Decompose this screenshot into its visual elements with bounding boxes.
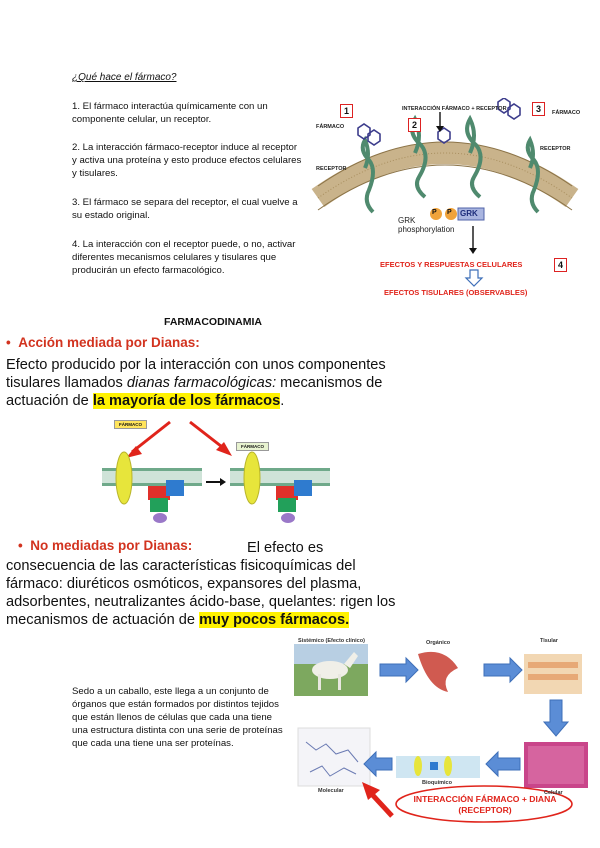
step-box-1: 1 — [340, 104, 353, 118]
text-no-mediadas: El efecto es consecuencia de las caracte… — [6, 539, 412, 629]
intro-question: ¿Qué hace el fármaco? — [72, 72, 177, 83]
label-sistemico: Sistémico (Efecto clínico) — [298, 638, 365, 644]
drug-tag-1: FÁRMACO — [114, 420, 147, 429]
target-illustration: FÁRMACO FÁRMACO — [98, 418, 338, 530]
text1-italic: dianas farmacológicas: — [127, 375, 276, 391]
receptor-diagram-graphic — [310, 98, 580, 303]
label-farmaco-right: FÁRMACO — [552, 110, 580, 116]
levels-diagram: Sistémico (Efecto clínico) Orgánico Tisu… — [288, 632, 600, 848]
label-bioquimico: Bioquímico — [422, 780, 452, 786]
horse-paragraph: Sedo a un caballo, este llega a un conju… — [72, 685, 286, 750]
target-illustration-graphic — [98, 418, 338, 530]
label-organico: Orgánico — [426, 640, 450, 646]
label-interaccion: INTERACCIÓN FÁRMACO + RECEPTOR — [402, 106, 507, 112]
step-box-3: 3 — [532, 102, 545, 116]
intro-item-3: 3. El fármaco se separa del receptor, el… — [72, 196, 304, 222]
bullet-dot-1: • — [6, 335, 18, 350]
label-receptor-right: RECEPTOR — [540, 146, 570, 152]
drug-tag-2: FÁRMACO — [236, 442, 269, 451]
label-molecular: Molecular — [318, 788, 344, 794]
grk-phosphorylation: GRK phosphorylation — [398, 216, 478, 234]
farmacodinamia-heading: FARMACODINAMIA — [164, 316, 262, 328]
bullet1-title: Acción mediada por Dianas: — [18, 335, 200, 350]
efectos-celulares: EFECTOS Y RESPUESTAS CELULARES — [380, 260, 522, 269]
bullet-acciones-mediadas: • Acción mediada por Dianas: — [6, 334, 200, 352]
text1-end: . — [280, 393, 284, 409]
step-box-4: 4 — [554, 258, 567, 272]
text-acciones-mediadas: Efecto producido por la interacción con … — [6, 356, 406, 410]
intro-item-2: 2. La interacción fármaco-receptor induc… — [72, 141, 304, 180]
text2-highlight: muy pocos fármacos. — [199, 612, 349, 628]
label-tisular: Tisular — [540, 638, 558, 644]
step-box-2: 2 — [408, 118, 421, 132]
label-farmaco-left: FÁRMACO — [316, 124, 344, 130]
interaccion-diana: INTERACCIÓN FÁRMACO + DIANA (RECEPTOR) — [412, 794, 558, 816]
phospho-p2: P — [447, 209, 452, 216]
intro-item-4: 4. La interacción con el receptor puede,… — [72, 238, 304, 277]
label-receptor-left: RECEPTOR — [316, 166, 346, 172]
text1-highlight: la mayoría de los fármacos — [93, 393, 280, 409]
receptor-diagram: 1 2 3 4 INTERACCIÓN FÁRMACO + RECEPTOR F… — [310, 98, 580, 303]
phospho-p1: P — [432, 209, 437, 216]
intro-item-1: 1. El fármaco interactúa químicamente co… — [72, 100, 304, 126]
efectos-tisulares: EFECTOS TISULARES (OBSERVABLES) — [384, 288, 527, 297]
